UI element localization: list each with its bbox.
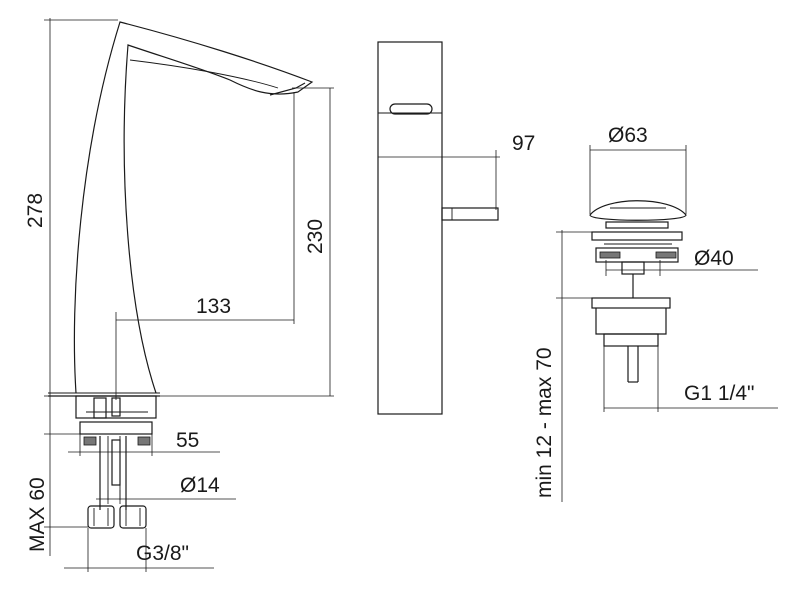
base-fixing-assembly: [75, 395, 157, 529]
dimension-diameter-14: Ø14: [96, 474, 236, 504]
dimension-min-12-max-70: min 12 - max 70: [533, 230, 592, 502]
label-diameter-63: Ø63: [608, 124, 648, 147]
dimension-diameter-40: Ø40: [605, 247, 758, 276]
waste-drain-view: [589, 200, 687, 383]
dimension-278: 278: [24, 18, 118, 397]
dimension-diameter-63: Ø63: [589, 124, 687, 214]
dimension-g3-8: G3/8": [64, 528, 214, 572]
tap-side-view: [377, 41, 499, 415]
dimension-230: 230: [160, 87, 334, 397]
label-diameter-14: Ø14: [180, 474, 220, 497]
label-230: 230: [304, 219, 327, 254]
tap-front-view: [48, 21, 314, 397]
label-min-12-max-70: min 12 - max 70: [533, 347, 556, 498]
dimension-max-60: MAX 60: [26, 396, 88, 556]
label-278: 278: [24, 193, 47, 228]
label-133: 133: [196, 295, 231, 318]
label-diameter-40: Ø40: [694, 247, 734, 270]
label-g1-1-4: G1 1/4": [684, 382, 755, 405]
dimension-g1-1-4: G1 1/4": [603, 346, 778, 412]
label-97: 97: [512, 132, 535, 155]
label-max-60: MAX 60: [26, 477, 49, 552]
dimension-133: 133: [115, 92, 295, 400]
label-g3-8: G3/8": [136, 542, 189, 565]
label-55: 55: [176, 429, 199, 452]
dimension-97: 97: [378, 132, 535, 210]
dimension-55: 55: [68, 429, 220, 456]
